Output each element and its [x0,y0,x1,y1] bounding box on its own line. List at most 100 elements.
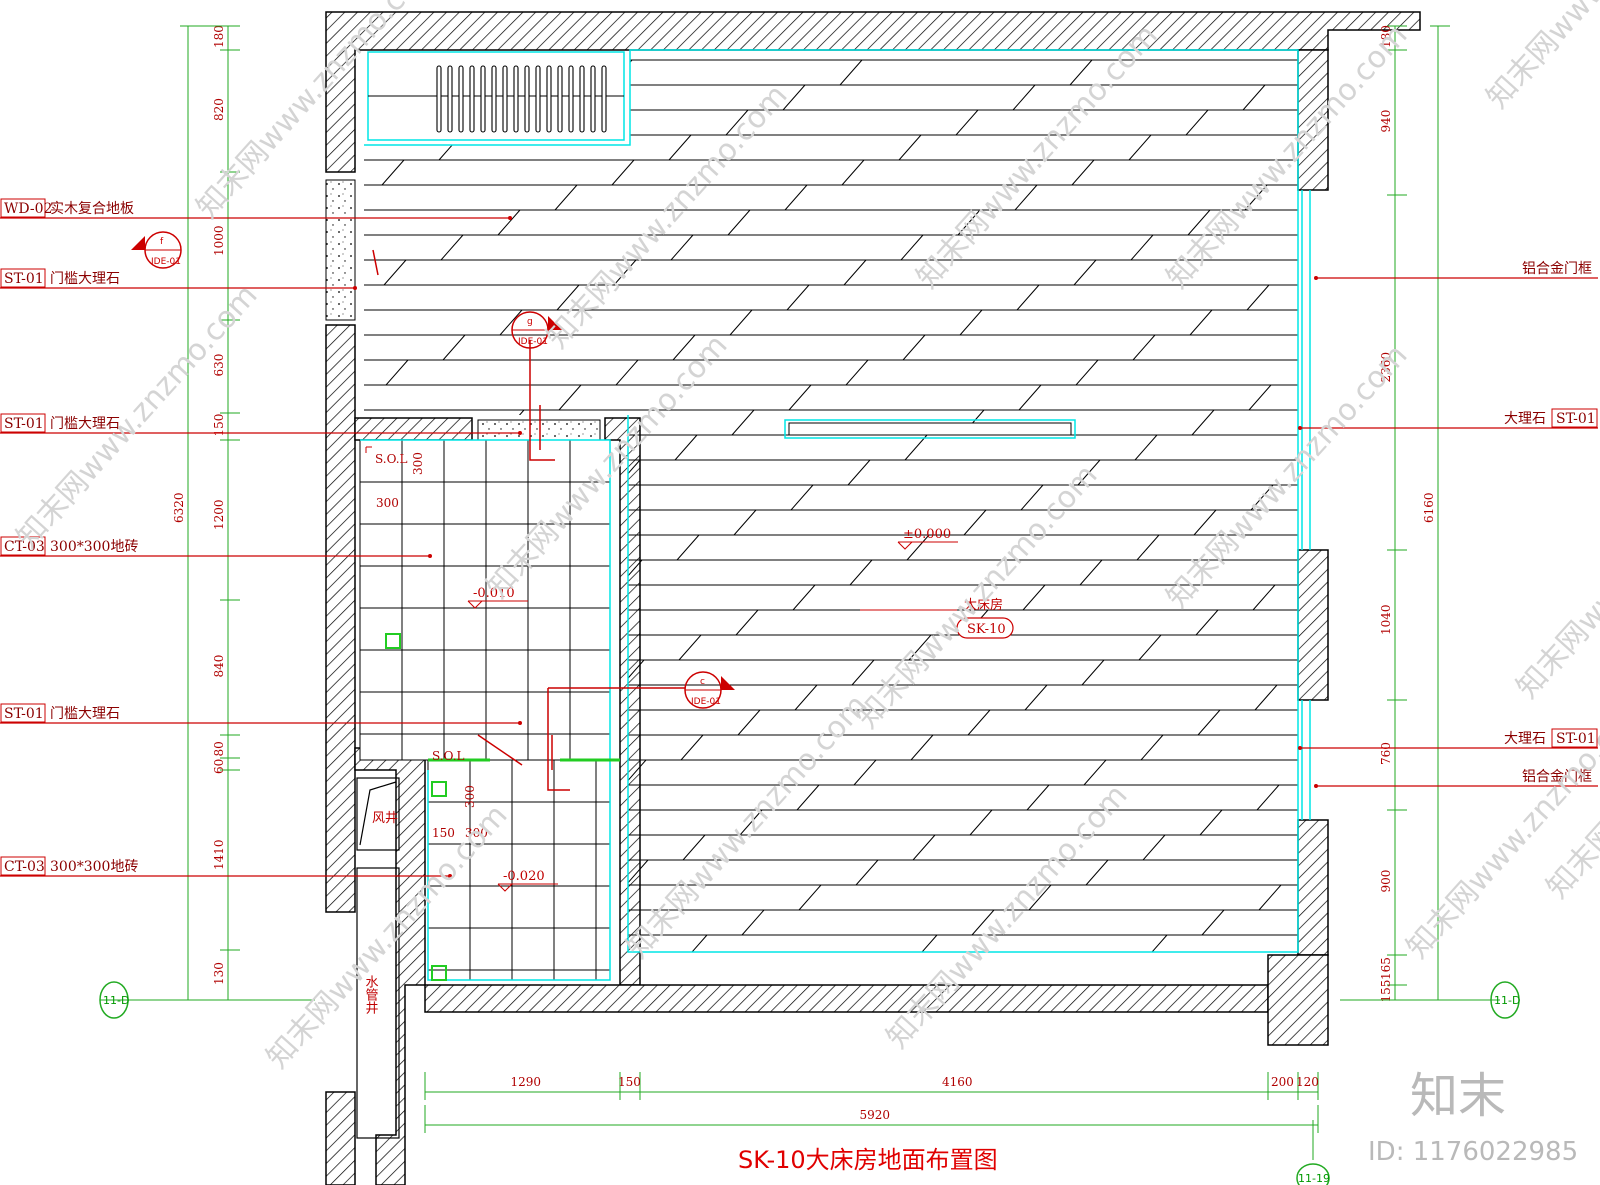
water-shaft [356,867,400,1139]
ac-grille [367,51,625,141]
floor-drain [385,633,401,649]
shaft-labels: 风井 水管井 [363,811,399,1015]
dimension-value: 150 [212,414,226,437]
dimension-value: 1410 [212,839,226,870]
drawing-title: SK-10大床房地面布置图 [738,1146,998,1174]
bathroom-outline [360,439,611,981]
material-label: 铝合金门框 [1314,261,1598,280]
grid-axis-markers: 11-D 11-D 11-19 [99,981,1520,1185]
material-name: 大理石 [1504,411,1546,427]
dimension-value: 4160 [942,1075,973,1089]
level-bath1: -0.010 [473,586,515,601]
shafts [356,777,400,1139]
dimension-value: 820 [212,98,226,121]
dimension-value: 1290 [511,1075,542,1089]
section-letter: c [700,677,705,687]
dimension-value: 80 [212,741,226,756]
material-code: ST-01 [1556,731,1596,747]
bathroom-tile-grid [359,439,611,981]
dimension-value: 6320 [172,492,186,523]
sol-mark: S.O.L [375,452,408,466]
dimension-value: 200 [1271,1075,1294,1089]
dimension-value: 130 [212,962,226,985]
dimension-value: 1040 [1379,604,1393,635]
watermark-id: ID: 1176022985 [1368,1137,1578,1167]
structural-walls [325,11,1421,1185]
threshold-stone-bath [477,419,601,441]
material-name: 门槛大理石 [50,706,120,722]
material-name: 300*300地砖 [50,539,138,555]
column-bottom-right [1267,954,1329,1046]
watermark-site: 知末网www.znzmo.com [620,688,875,965]
material-label: CT-03 300*300地砖 [0,536,432,558]
material-name: 门槛大理石 [50,271,120,287]
watermark-site: 知末网www.znzmo.com [880,778,1135,1055]
watermark-brand: 知末 [1410,1068,1506,1124]
room-code: SK-10 [967,622,1006,637]
level-marks: ±0.000 -0.010 -0.020 [467,527,958,892]
axis-label: 11-D [1494,994,1520,1007]
room-tag: 大床房 SK-10 [860,597,1014,639]
section-ref: IDE-01 [518,337,548,347]
dimension-value: 5920 [860,1108,891,1122]
material-code: ST-01 [1556,411,1596,427]
material-name: 300*300地砖 [50,859,138,875]
dimension-value: 60 [212,759,226,774]
section-letter: f [160,237,164,247]
tile-dim: 150 [432,826,455,840]
material-name: 铝合金门框 [1522,769,1592,785]
dimension-value: 630 [212,354,226,377]
material-label: ST-01 门槛大理石 [0,268,357,290]
dimension-value: 1000 [212,225,226,256]
dimension-value: 155 [1379,980,1393,1003]
dimension-value: 180 [1379,25,1393,48]
material-code: ST-01 [4,416,44,432]
watermark-site: 知末网www.znzmo.com [1160,338,1415,615]
air-shaft [356,777,400,851]
material-code: WD-02 [4,201,52,217]
level-bath2: -0.020 [503,869,545,884]
left-wall-upper [325,324,356,913]
material-label: ST-01 门槛大理石 [0,703,522,725]
material-code: ST-01 [4,271,44,287]
right-wall-lower [1297,819,1329,956]
bathroom-annotations: S.O.L S.O.L 300 300 300 150 300 [365,446,488,840]
main-room-outline [364,49,1299,953]
dimension-value: 840 [212,655,226,678]
dimension-value: 150 [618,1075,641,1089]
right-wall-mid [1297,549,1329,701]
material-label: 铝合金门框 [1314,769,1598,788]
section-ref: IDE-01 [691,697,721,707]
material-label: CT-03 300*300地砖 [0,856,452,878]
bottom-wall [424,984,1269,1013]
dimension-value: 120 [1296,1075,1319,1089]
room-outlines [360,49,1311,981]
left-wall-lower [325,1091,356,1185]
dimension-value: 1200 [212,499,226,530]
material-code: CT-03 [4,859,45,875]
material-label: ST-01 大理石 [1298,728,1598,750]
room-name: 大床房 [964,597,1003,613]
material-code: CT-03 [4,539,45,555]
dimension-value: 2360 [1379,352,1393,383]
watermark-site: 知末网www.znzmo.com [10,278,265,555]
material-name: 大理石 [1504,731,1546,747]
material-name: 实木复合地板 [50,200,134,217]
section-symbol-g: g IDE-01 [511,311,562,349]
watermark-site: 知末网www.znzmo.com [1510,428,1600,705]
material-label: ST-01 大理石 [1298,408,1598,430]
material-code: ST-01 [4,706,44,722]
material-name: 铝合金门框 [1522,261,1592,277]
axis-label: 11-D [103,994,129,1007]
tile-dim: 300 [411,452,425,475]
water-shaft-label: 水管井 [363,975,379,1015]
dimension-value: 900 [1379,870,1393,893]
bed-headboard-fill [788,422,1072,436]
dimension-value: 760 [1379,742,1393,765]
